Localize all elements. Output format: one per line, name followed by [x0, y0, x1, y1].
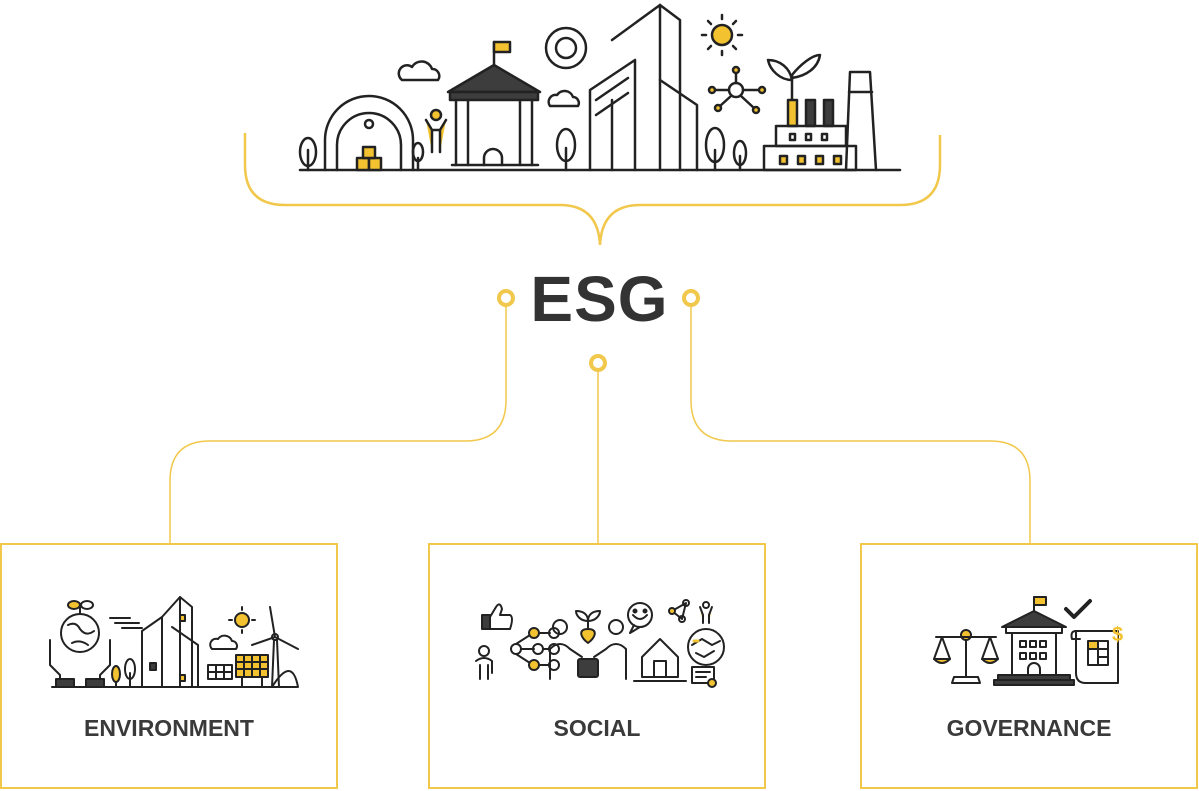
node-center — [589, 354, 607, 372]
connector-lines — [169, 305, 1031, 543]
svg-text:$: $ — [1112, 624, 1123, 646]
city-illustration-icon — [298, 3, 902, 172]
environment-icon — [49, 596, 299, 688]
environment-label: ENVIRONMENT — [84, 715, 254, 741]
environment-card: ENVIRONMENT — [0, 543, 338, 789]
governance-card: $ GOVERNANCE — [860, 543, 1198, 789]
governance-label: GOVERNANCE — [946, 715, 1112, 741]
brace-connector — [243, 133, 942, 246]
social-icon — [475, 599, 725, 688]
social-label: SOCIAL — [553, 715, 641, 741]
connector-governance — [690, 305, 1031, 543]
social-card: SOCIAL — [428, 543, 766, 789]
connector-environment — [169, 305, 507, 543]
governance-icon: $ — [933, 596, 1123, 686]
page-title: ESG — [530, 263, 669, 335]
